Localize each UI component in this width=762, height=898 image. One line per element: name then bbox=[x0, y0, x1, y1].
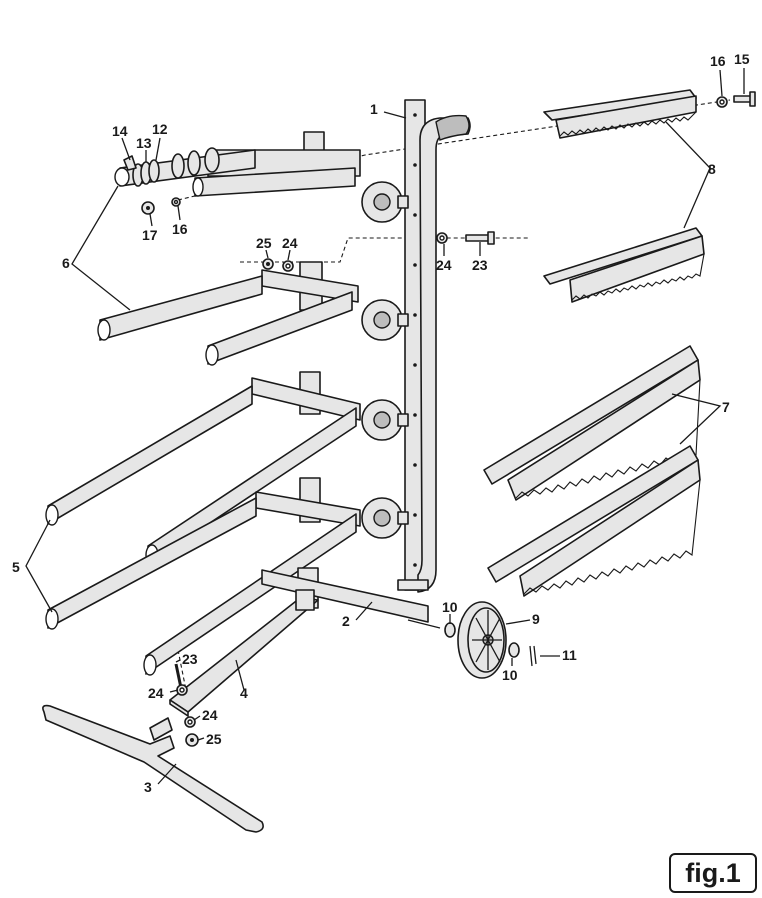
callout-1: 1 bbox=[370, 101, 378, 117]
y-base-part bbox=[42, 704, 264, 833]
figure-label: fig.1 bbox=[685, 857, 741, 888]
base-tube-part bbox=[169, 589, 319, 717]
callout-3: 3 bbox=[144, 779, 152, 795]
callout-23-upper: 23 bbox=[472, 257, 488, 273]
short-toothed-bar-bottom bbox=[543, 227, 705, 303]
callout-12: 12 bbox=[152, 121, 168, 137]
lower-arm-second bbox=[45, 477, 361, 676]
callout-15: 15 bbox=[734, 51, 750, 67]
bolt-15 bbox=[733, 91, 756, 107]
washer-16-right bbox=[716, 96, 728, 108]
knob-2 bbox=[361, 299, 409, 341]
long-toothed-bar-top bbox=[483, 345, 701, 501]
callout-9: 9 bbox=[532, 611, 540, 627]
callout-10-left: 10 bbox=[442, 599, 458, 615]
wheel-part bbox=[457, 601, 507, 679]
callout-25-lower: 25 bbox=[206, 731, 222, 747]
callout-numbers: 1 2 3 4 5 6 7 8 9 10 10 11 12 13 14 15 1… bbox=[12, 51, 750, 795]
callout-7: 7 bbox=[722, 399, 730, 415]
knob-4 bbox=[361, 497, 409, 539]
callout-8: 8 bbox=[708, 161, 716, 177]
cotter-pin-11 bbox=[529, 645, 537, 667]
washer-10-left bbox=[444, 622, 456, 638]
figure-label-box: fig.1 bbox=[669, 853, 757, 893]
knob-3 bbox=[361, 399, 409, 441]
washer-16-left bbox=[171, 197, 181, 207]
upright-frame-part bbox=[361, 99, 471, 593]
callout-24-lower-a: 24 bbox=[148, 685, 164, 701]
callout-13: 13 bbox=[136, 135, 152, 151]
callout-24-upper-right: 24 bbox=[436, 257, 452, 273]
spring-hardware-12-14 bbox=[123, 147, 220, 187]
bolt-23-upper bbox=[436, 231, 495, 245]
short-toothed-bar-top bbox=[543, 89, 697, 139]
callout-2: 2 bbox=[342, 613, 350, 629]
callout-16-left: 16 bbox=[172, 221, 188, 237]
leader-lines bbox=[25, 68, 745, 785]
callout-17: 17 bbox=[142, 227, 158, 243]
knob-1 bbox=[361, 181, 409, 223]
callout-5: 5 bbox=[12, 559, 20, 575]
callout-16-right: 16 bbox=[710, 53, 726, 69]
nut-17 bbox=[141, 201, 155, 215]
long-toothed-bar-bottom bbox=[487, 445, 701, 597]
lower-arm-top bbox=[45, 371, 361, 566]
callout-11: 11 bbox=[562, 647, 577, 663]
upper-arm-second bbox=[97, 258, 359, 366]
callout-6: 6 bbox=[62, 255, 70, 271]
callout-24-lower-b: 24 bbox=[202, 707, 218, 723]
callout-10-right: 10 bbox=[502, 667, 518, 683]
callout-24-upper-left: 24 bbox=[282, 235, 298, 251]
callout-25-upper: 25 bbox=[256, 235, 272, 251]
lower-bolt-hardware bbox=[174, 663, 199, 747]
callout-14: 14 bbox=[112, 123, 128, 139]
callout-4: 4 bbox=[240, 685, 248, 701]
washer-10-right bbox=[508, 642, 520, 658]
callout-23-lower: 23 bbox=[182, 651, 198, 667]
